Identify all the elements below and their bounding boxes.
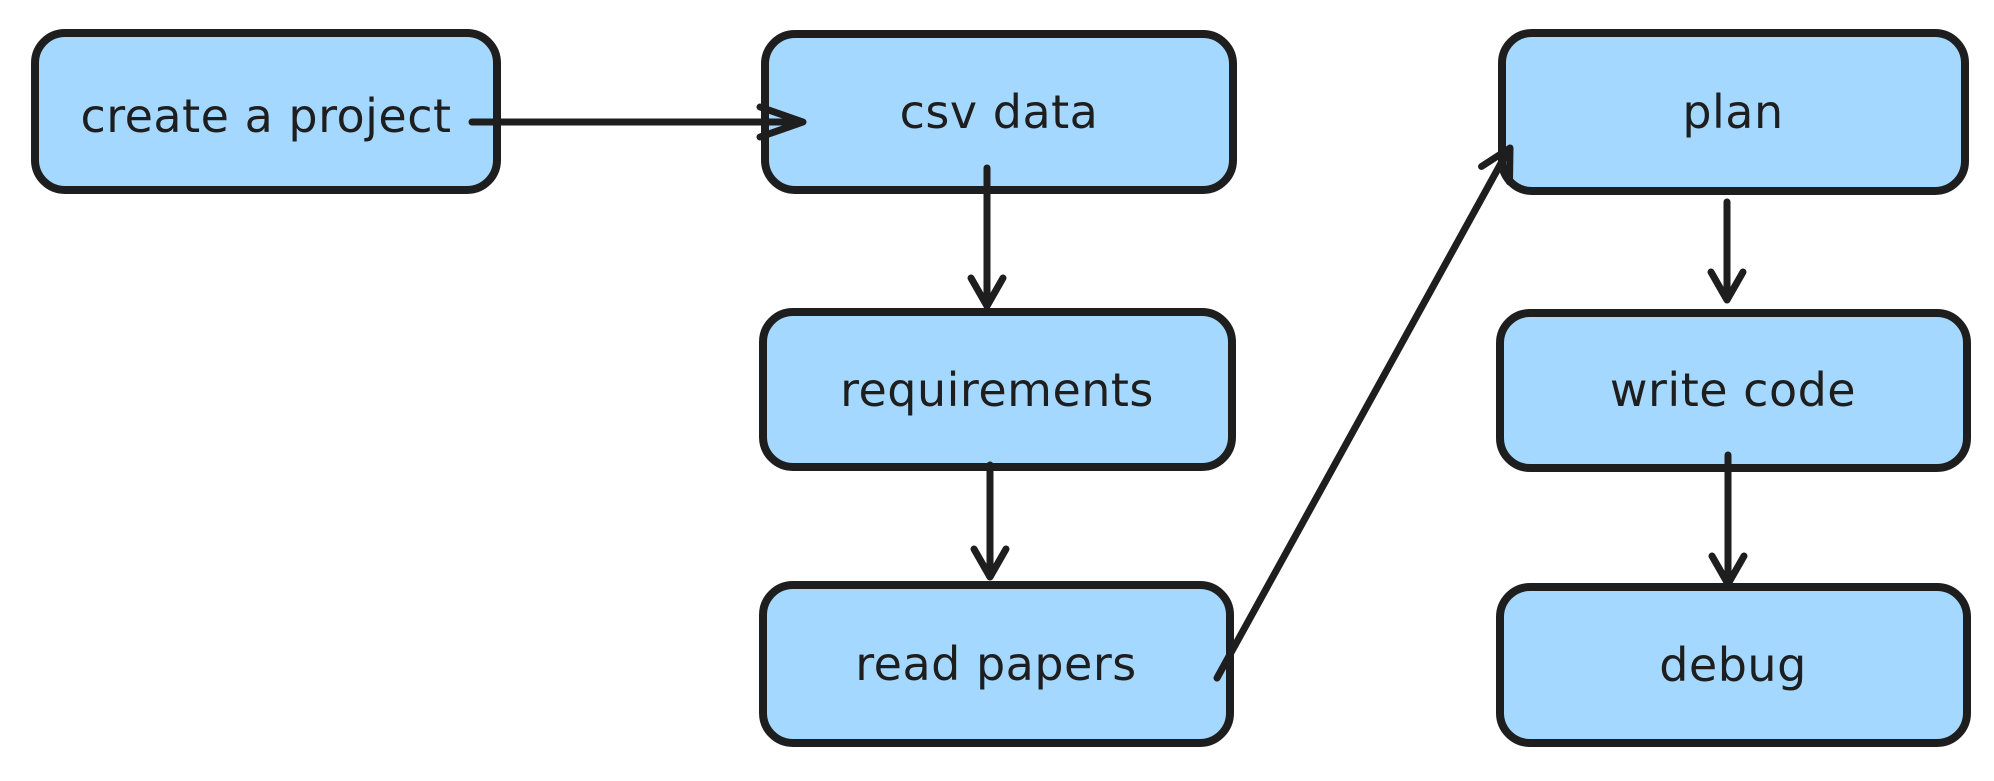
node-read-papers-label: read papers [855,637,1136,691]
node-write-code-box[interactable] [1496,309,1971,472]
arrowhead-icon [1478,144,1514,186]
node-create-a-project-label: create a project [80,89,451,143]
node-requirements-box[interactable] [759,308,1236,471]
arrow-line[interactable] [1213,152,1509,682]
node-plan-label: plan [1682,85,1783,139]
node-csv-data-label: csv data [900,85,1099,139]
arrow-csv-data-to-requirements[interactable] [967,164,1007,310]
node-debug-label: debug [1659,638,1807,692]
arrowhead-icon [756,103,807,141]
node-debug-box[interactable] [1496,583,1971,747]
arrowhead-icon [967,274,1007,310]
node-write-code-label: write code [1610,363,1856,417]
node-requirements-label: requirements [840,363,1154,417]
arrow-plan-to-write-code[interactable] [1707,198,1747,304]
node-write-code[interactable]: write code [1496,309,1971,472]
node-create-a-project-box[interactable] [31,29,501,194]
arrow-create-a-project-to-csv-data[interactable] [468,103,807,141]
node-debug[interactable]: debug [1496,583,1971,747]
arrow-read-papers-to-plan[interactable] [1213,144,1514,682]
node-plan[interactable]: plan [1498,29,1969,195]
node-plan-box[interactable] [1498,29,1969,195]
arrowhead-icon [1707,268,1747,304]
node-read-papers[interactable]: read papers [759,581,1234,747]
node-read-papers-box[interactable] [759,581,1234,747]
node-requirements[interactable]: requirements [759,308,1236,471]
arrow-write-code-to-debug[interactable] [1708,451,1748,588]
node-create-a-project[interactable]: create a project [31,29,501,194]
arrowhead-icon [1708,552,1748,588]
node-csv-data[interactable]: csv data [761,30,1237,194]
arrowhead-icon [970,545,1010,581]
arrow-requirements-to-read-papers[interactable] [970,461,1010,581]
